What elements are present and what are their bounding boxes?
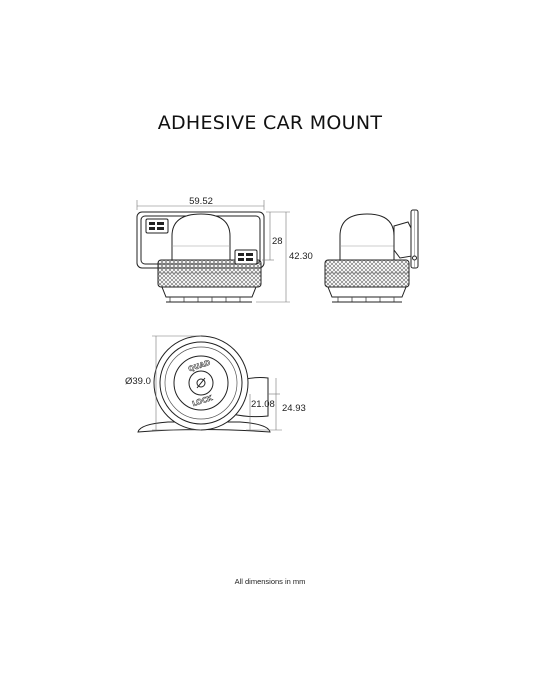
side-knurled-ring (324, 259, 410, 288)
dimensions-note: All dimensions in mm (234, 577, 306, 586)
front-dome (171, 213, 231, 261)
height-dimensions (256, 211, 290, 303)
top-view (137, 335, 271, 433)
side-hinge (393, 221, 413, 259)
side-dome (339, 213, 395, 261)
side-total-label: 24.93 (282, 403, 306, 414)
drawing-title: ADHESIVE CAR MOUNT (157, 112, 383, 134)
height-inner-label: 28 (272, 236, 283, 247)
front-base (161, 286, 257, 298)
top-dimensions (152, 335, 282, 431)
top-center-button (188, 370, 214, 396)
height-total-label: 42.30 (289, 251, 313, 262)
width-dimension (136, 200, 265, 210)
front-logo-badge-left (145, 218, 169, 234)
side-base (327, 286, 407, 298)
side-inner-label: 21.08 (251, 399, 275, 410)
width-label: 59.52 (189, 196, 213, 207)
front-logo-badge-right (234, 249, 258, 265)
side-view (324, 209, 419, 303)
top-inner-disc (173, 355, 229, 411)
diameter-label: Ø39.0 (125, 376, 151, 387)
front-view (136, 211, 265, 303)
